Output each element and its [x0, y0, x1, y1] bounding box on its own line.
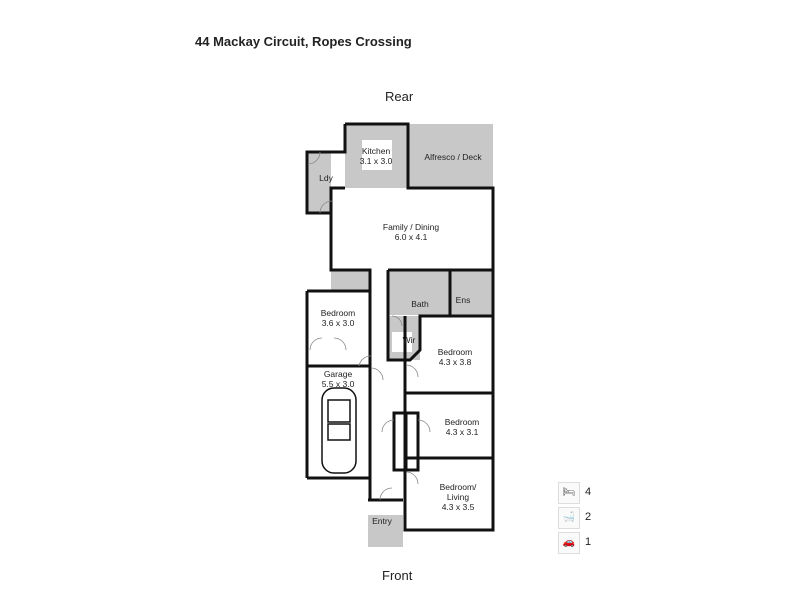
room-bath: Bath	[411, 299, 429, 309]
bedroom-count: 4	[585, 486, 592, 498]
ensuite-floor	[450, 270, 493, 315]
walls	[305, 122, 495, 532]
wc-floor	[331, 270, 370, 291]
entry-floor	[368, 515, 403, 547]
bed-icon: 🛏	[558, 482, 580, 504]
room-laundry: Ldy	[319, 173, 333, 183]
alfresco-floor	[408, 124, 493, 188]
bathroom-count: 2	[585, 511, 592, 523]
rear-label: Rear	[385, 89, 414, 104]
room-entry: Entry	[372, 516, 392, 526]
room-wir: Wir	[402, 335, 416, 345]
property-address: 44 Mackay Circuit, Ropes Crossing	[195, 34, 412, 49]
front-label: Front	[382, 568, 413, 583]
car-icon-drawing	[321, 387, 357, 474]
bath-icon: 🛁	[558, 507, 580, 529]
parking-count: 1	[585, 536, 592, 548]
room-ensuite: Ens	[455, 295, 471, 305]
bath-floor	[388, 270, 450, 315]
doors	[307, 151, 431, 501]
laundry-floor	[307, 152, 331, 213]
room-alfresco: Alfresco / Deck	[424, 152, 482, 162]
car-icon: 🚗	[558, 532, 580, 554]
